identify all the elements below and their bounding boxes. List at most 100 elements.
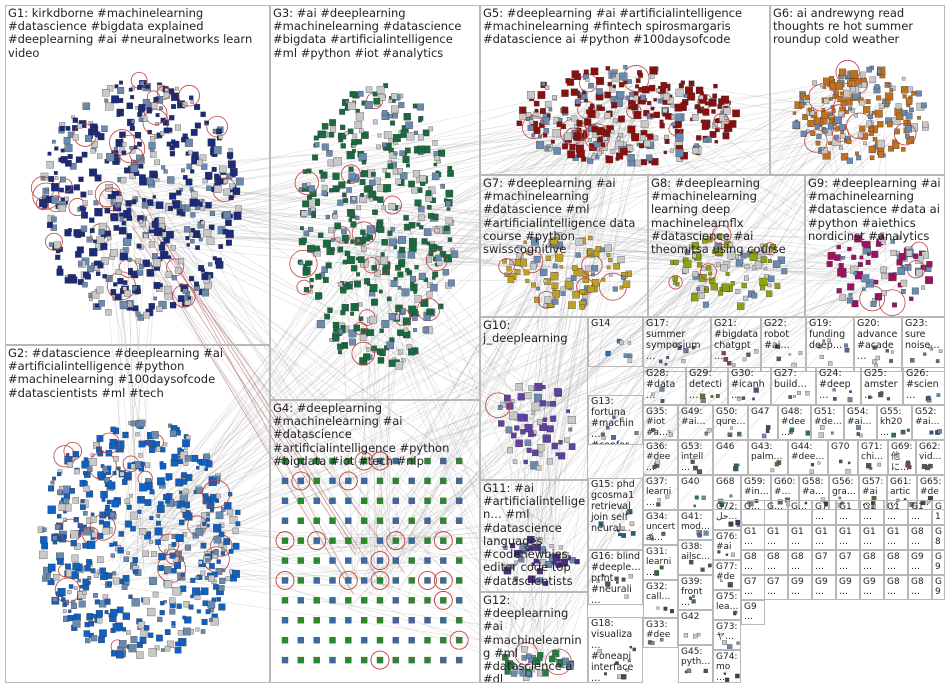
group-label-g84: G1… [887, 502, 906, 523]
group-panel-g13: G13: fortuna #machin… #confor… uncertai… [588, 395, 643, 445]
group-panel-g62: G62: vid… [916, 440, 945, 475]
group-panel-g82: G1… [836, 500, 860, 525]
group-panel-g27: G27: build… [771, 367, 816, 405]
group-label-g110: G9… [863, 577, 882, 598]
group-label-g95: G8… [935, 527, 943, 550]
group-panel-g3: G3: #ai #deeplearning #machinelearning #… [270, 5, 480, 400]
group-label-g7: G7: #deeplearning #ai #machinelearning #… [483, 177, 646, 256]
group-panel-g5: G5: #deeplearning #ai #artificialintelli… [480, 5, 770, 175]
group-label-g93: G1… [887, 527, 906, 548]
group-panel-g25: G25: amster… [861, 367, 903, 405]
group-label-g87: G1… [744, 527, 763, 548]
group-label-g77: G77: #de… [716, 562, 739, 590]
group-panel-g31: G31: learni… [643, 545, 678, 580]
group-label-g85: G1… [911, 502, 930, 523]
group-panel-g95: G8… [932, 525, 945, 550]
group-label-g79: G… [767, 502, 786, 512]
group-label-g28: G28: #data… [646, 369, 684, 402]
group-label-g1: G1: kirkdborne #machinelearning #datasci… [8, 7, 268, 60]
group-panel-g94: G8… [908, 525, 932, 550]
group-label-g24: G24: #deep… [819, 369, 859, 402]
group-panel-g91: G1… [836, 525, 860, 550]
group-panel-g55: G55: kh20… [877, 405, 912, 440]
group-label-g105: G7… [744, 577, 763, 598]
group-label-g9: G9: #deeplearning #ai #machinelearning #… [808, 177, 943, 243]
group-panel-g75: G75: lea… [713, 590, 741, 620]
group-panel-g101: G8… [860, 550, 884, 575]
group-panel-g87: G1… [741, 525, 765, 550]
group-panel-g19: G19: funding deep… [806, 317, 854, 372]
group-label-g113: G9… [935, 577, 943, 600]
group-panel-g72: G72: حل… [713, 500, 741, 530]
group-label-g30: G30: #icanh… [731, 369, 769, 402]
group-panel-g46: G46 [713, 440, 748, 475]
group-label-g14: G14 [591, 319, 641, 330]
group-label-g19: G19: funding deep… [809, 319, 852, 352]
group-panel-g33: G33: #dee… [643, 618, 678, 648]
group-label-g109: G9… [839, 577, 858, 598]
group-label-g45: G45: pyth… [681, 647, 711, 668]
group-label-g89: G1… [791, 527, 810, 548]
group-label-g104: G9… [935, 552, 943, 575]
group-label-g54: G54: #ai… [847, 407, 875, 428]
group-panel-g50: G50: qure… [713, 405, 748, 440]
group-panel-g39: G39: front… [678, 575, 713, 610]
group-label-g83: G1… [863, 502, 882, 523]
group-panel-g97: G8… [764, 550, 788, 575]
group-label-g101: G8… [863, 552, 882, 573]
group-label-g69: G69: 他に… [891, 442, 914, 473]
group-label-g2: G2: #datascience #deeplearning #ai #arti… [8, 347, 268, 400]
group-panel-g73: G73: ヤ… [713, 620, 741, 650]
group-panel-g48: G48: #dee… [778, 405, 811, 440]
group-panel-g15: G15: phd gcosma1 retrieval join self neu… [588, 478, 643, 550]
group-panel-g98: G8… [788, 550, 812, 575]
group-label-g103: G9… [911, 552, 930, 573]
group-panel-g41: G41: mod… [678, 510, 713, 540]
group-panel-g105: G7… [741, 575, 765, 600]
group-panel-g69: G69: 他に… [888, 440, 916, 475]
group-panel-g80: G… [788, 500, 812, 525]
group-panel-g70: G70 [828, 440, 858, 475]
group-label-g112: G8… [911, 577, 930, 598]
group-label-g92: G1… [863, 527, 882, 548]
group-label-g36: G36: #dee… [646, 442, 676, 473]
group-label-g17: G17: summer symposium… [646, 319, 709, 363]
group-panel-g17: G17: summer symposium… [643, 317, 711, 372]
group-label-g11: G11: #ai #artificialintelligen… #ml #dat… [483, 482, 586, 588]
group-label-g94: G8… [911, 527, 930, 548]
group-label-g15: G15: phd gcosma1 retrieval join self neu… [591, 480, 641, 535]
group-panel-g28: G28: #data… [643, 367, 686, 405]
group-label-g40: G40 [681, 477, 711, 487]
group-label-g8: G8: #deeplearning #machinelearning learn… [651, 177, 803, 256]
group-label-g46: G46 [716, 442, 746, 452]
group-panel-g21: G21: #bigdata chatgpt… [711, 317, 761, 372]
group-label-g86: G1… [935, 502, 943, 525]
group-label-g33: G33: #dee… [646, 620, 676, 648]
group-label-g25: G25: amster… [864, 369, 901, 402]
group-label-g47: G47 [751, 407, 776, 417]
group-label-g56: G56: gra… [832, 477, 857, 498]
group-panel-g100: G7… [836, 550, 860, 575]
group-panel-g34: G34: uncertai… [643, 510, 678, 545]
group-label-g22: G22: robot #ai… [764, 319, 804, 352]
group-panel-g112: G8… [908, 575, 932, 600]
group-label-g16: G16: blind #deeple… print #neurali… [591, 552, 641, 605]
group-panel-g10: G10: j_deeplearning [480, 317, 588, 480]
group-label-g91: G1… [839, 527, 858, 548]
group-label-g78: G… [744, 502, 763, 512]
group-label-g53: G53: intell… [681, 442, 711, 473]
group-panel-g36: G36: #dee… [643, 440, 678, 475]
group-label-g108: G9… [815, 577, 834, 598]
group-label-g98: G8… [791, 552, 810, 573]
group-label-g48: G48: #dee… [781, 407, 809, 438]
group-panel-g88: G1… [764, 525, 788, 550]
group-label-g34: G34: uncertai… [646, 512, 676, 543]
group-label-g96: G8… [744, 552, 763, 573]
group-panel-g30: G30: #icanh… [728, 367, 771, 405]
group-panel-g111: G8… [884, 575, 908, 600]
group-label-g62: G62: vid… [919, 442, 943, 463]
group-panel-g1: G1: kirkdborne #machinelearning #datasci… [5, 5, 270, 345]
group-panel-g54: G54: #ai… [844, 405, 877, 440]
group-panel-g96: G8… [741, 550, 765, 575]
